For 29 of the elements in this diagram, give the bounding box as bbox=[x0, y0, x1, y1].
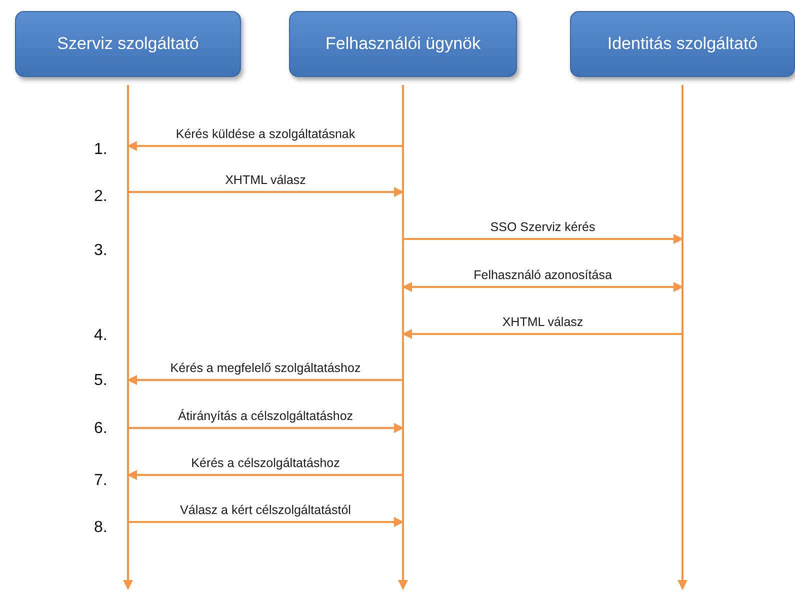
step-number: 7. bbox=[94, 472, 108, 490]
message-arrow bbox=[128, 517, 404, 527]
step-number: 6. bbox=[94, 420, 108, 438]
step-number: 4. bbox=[94, 327, 108, 345]
step-number: 1. bbox=[94, 141, 108, 159]
edge-label: Válasz a kért célszolgáltatástól bbox=[178, 503, 353, 517]
edge-label: Átirányítás a célszolgáltatáshoz bbox=[176, 409, 356, 423]
edge-label: Kérés a megfelelő szolgáltatáshoz bbox=[168, 361, 363, 375]
step-number: 5. bbox=[94, 372, 108, 390]
edge-label: Kérés küldése a szolgáltatásnak bbox=[174, 127, 358, 141]
message-arrow bbox=[127, 375, 403, 385]
message-arrow bbox=[128, 187, 404, 197]
edge-label: XHTML válasz bbox=[500, 315, 586, 329]
step-number: 2. bbox=[94, 188, 108, 206]
step-number: 3. bbox=[94, 242, 108, 260]
edge-label: SSO Szerviz kérés bbox=[488, 220, 598, 234]
message-arrow bbox=[128, 423, 404, 433]
edge-label: XHTML válasz bbox=[223, 173, 308, 187]
edge-label: Felhasználó azonosítása bbox=[472, 268, 614, 282]
message-arrow bbox=[402, 329, 682, 339]
participant-box: Szerviz szolgáltató bbox=[15, 11, 241, 77]
edge-label: Kérés a célszolgáltatáshoz bbox=[189, 456, 342, 470]
step-number: 8. bbox=[94, 519, 108, 537]
message-arrow bbox=[127, 141, 403, 151]
message-arrow bbox=[402, 282, 684, 292]
message-arrow bbox=[127, 470, 403, 480]
participant-box: Felhasználói ügynök bbox=[289, 11, 517, 77]
participant-box: Identitás szolgáltató bbox=[570, 11, 795, 77]
message-arrow bbox=[403, 234, 684, 244]
